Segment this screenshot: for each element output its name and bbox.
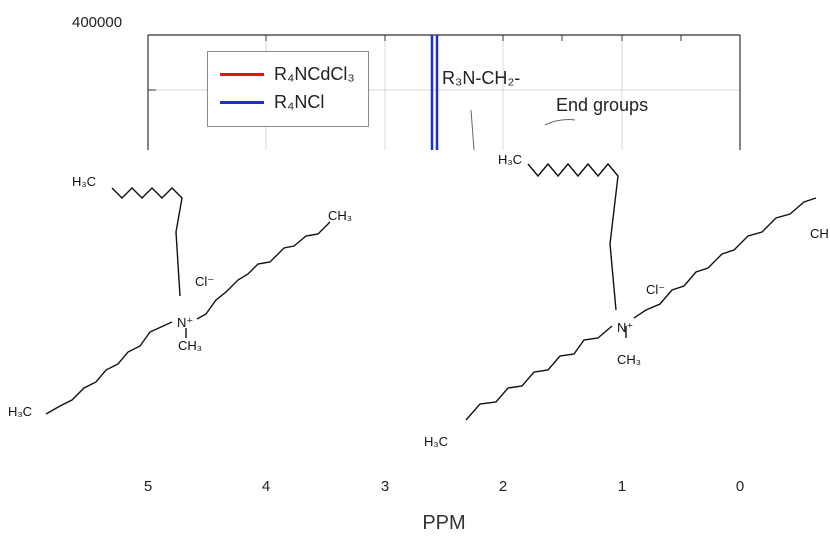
axes-frame xyxy=(147,34,741,150)
plot-area xyxy=(147,34,741,150)
annotation-r3n-ch2: R₃N-CH₂- xyxy=(442,68,521,88)
left-ammonium-n: N⁺ xyxy=(177,315,193,330)
x-tick-label: 3 xyxy=(380,478,390,495)
annotation-end-groups: End groups xyxy=(556,95,649,115)
peak-lines xyxy=(430,35,439,150)
legend-label: R₄NCdCl₃ xyxy=(274,63,355,84)
x-tick-label: 5 xyxy=(143,478,153,495)
legend-item-r4ncdcl3: R₄NCdCl₃ xyxy=(220,62,355,86)
annotation-leaders xyxy=(470,109,576,150)
annotation-leader-end-groups xyxy=(544,119,576,126)
x-axis-title: PPM xyxy=(422,512,466,534)
left-chain-bottom xyxy=(45,321,173,415)
left-chloride: Cl⁻ xyxy=(195,274,214,289)
right-structure xyxy=(465,162,817,421)
left-ch3-right: CH₃ xyxy=(328,208,352,223)
top-ticks xyxy=(148,34,682,91)
right-structure-labels: H₃C CH H₃C Cl⁻ N⁺ CH₃ xyxy=(424,152,829,449)
right-h3c-top: H₃C xyxy=(498,152,522,167)
x-tick-label: 4 xyxy=(261,478,271,495)
left-h3c-bottom: H₃C xyxy=(8,404,32,419)
right-h3c-bottom: H₃C xyxy=(424,434,448,449)
x-tick-label: 2 xyxy=(498,478,508,495)
right-chloride: Cl⁻ xyxy=(646,282,665,297)
left-chain-top xyxy=(111,187,183,297)
right-methyl: CH₃ xyxy=(617,352,641,367)
legend-swatch-blue xyxy=(220,100,264,104)
legend-swatch-red xyxy=(220,72,264,76)
structures-panel: H₃C CH₃ H₃C Cl⁻ N⁺ CH₃ H₃C CH H₃C Cl⁻ N⁺… xyxy=(8,152,829,449)
left-methyl: CH₃ xyxy=(178,338,202,353)
right-chain-bottom xyxy=(465,325,613,421)
legend: R₄NCdCl₃ R₄NCl xyxy=(207,51,369,127)
legend-item-r4ncl: R₄NCl xyxy=(220,90,324,114)
x-tick-label: 0 xyxy=(735,478,745,495)
left-chain-right xyxy=(196,221,331,320)
right-chain-right xyxy=(633,197,817,319)
y-tick-label-400000: 400000 xyxy=(72,14,123,31)
right-ch-right: CH xyxy=(810,226,829,241)
annotation-leader-r3n xyxy=(470,109,475,150)
x-tick-label: 1 xyxy=(617,478,627,495)
left-h3c-top: H₃C xyxy=(72,174,96,189)
left-structure xyxy=(45,187,331,415)
left-structure-labels: H₃C CH₃ H₃C Cl⁻ N⁺ CH₃ xyxy=(8,174,352,419)
legend-label: R₄NCl xyxy=(274,91,325,112)
right-chain-top xyxy=(527,162,619,311)
right-ammonium-n: N⁺ xyxy=(617,320,633,335)
